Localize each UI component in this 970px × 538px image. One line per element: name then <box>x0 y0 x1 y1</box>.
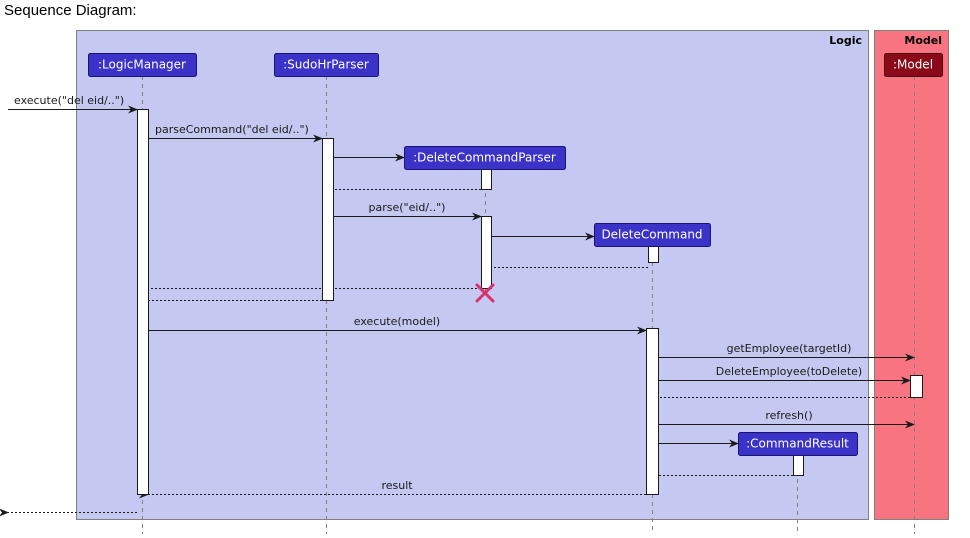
message-parse-label: parse("eid/..") <box>369 201 446 214</box>
message-result-label: result <box>381 479 413 492</box>
destroy-marker-delete-command-parser <box>475 283 495 303</box>
page-title: Sequence Diagram: <box>4 2 137 19</box>
model-frame-label: Model <box>904 34 942 47</box>
activation-sudo-hr-parser-1 <box>322 138 334 301</box>
model-frame: Model <box>874 30 949 520</box>
participant-command-result-box[interactable] <box>738 432 858 456</box>
participant-delete-command-label: DeleteCommand <box>601 228 702 242</box>
message-refresh: refresh() <box>658 409 915 429</box>
participant-delete-command[interactable]: DeleteCommand <box>594 223 711 247</box>
activation-delete-command-2 <box>646 328 659 495</box>
message-refresh-label: refresh() <box>765 409 812 422</box>
activation-delete-command-parser-1 <box>481 169 492 190</box>
participant-logic-manager-box[interactable] <box>88 53 197 77</box>
message-result: result <box>139 479 646 499</box>
message-execute-label: execute("del eid/..") <box>14 94 124 107</box>
message-delete-employee-label: DeleteEmployee(toDelete) <box>716 365 862 378</box>
activation-command-result-1 <box>793 455 804 476</box>
activation-logic-manager-main <box>137 109 149 495</box>
activation-model-1 <box>910 375 923 398</box>
message-execute-model-label: execute(model) <box>354 315 440 328</box>
logic-frame: Logic <box>76 30 869 520</box>
participant-sudo-hr-parser-label: :SudoHrParser <box>283 58 369 72</box>
frame-layer: Logic Model <box>76 30 949 520</box>
message-layer: execute("del eid/..") parseCommand("del e… <box>0 94 915 517</box>
message-parse-command: parseCommand("del eid/..") <box>148 123 323 143</box>
activation-delete-command-parser-2 <box>481 216 492 289</box>
destroy-layer <box>475 283 495 303</box>
participant-logic-manager-label: :LogicManager <box>98 58 186 72</box>
message-get-employee-label: getEmployee(targetId) <box>727 342 852 355</box>
activation-layer <box>137 109 923 495</box>
logic-frame-rect <box>76 30 869 520</box>
participant-sudo-hr-parser[interactable]: :SudoHrParser <box>274 53 379 77</box>
participant-layer: :LogicManager :SudoHrParser :DeleteCommand… <box>88 53 943 456</box>
message-execute: execute("del eid/..") <box>8 94 138 114</box>
participant-command-result[interactable]: :CommandResult <box>738 432 858 456</box>
message-parse-command-label: parseCommand("del eid/..") <box>155 123 309 136</box>
participant-delete-command-parser-box[interactable] <box>404 146 566 170</box>
participant-delete-command-parser-label: :DeleteCommandParser <box>413 151 556 165</box>
participant-sudo-hr-parser-box[interactable] <box>274 53 379 77</box>
logic-frame-label: Logic <box>829 34 862 47</box>
message-parse: parse("eid/..") <box>333 201 482 221</box>
message-get-employee: getEmployee(targetId) <box>658 342 915 362</box>
participant-command-result-label: :CommandResult <box>746 437 849 451</box>
model-frame-rect <box>874 30 949 520</box>
participant-model[interactable]: :Model <box>884 53 943 77</box>
message-delete-employee: DeleteEmployee(toDelete) <box>658 365 911 385</box>
participant-model-label: :Model <box>893 58 933 72</box>
participant-delete-command-box[interactable] <box>594 223 711 247</box>
participant-model-box[interactable] <box>884 53 943 77</box>
destroy-marker-delete-command-parser-stroke-2 <box>475 283 495 303</box>
participant-logic-manager[interactable]: :LogicManager <box>88 53 197 77</box>
participant-delete-command-parser[interactable]: :DeleteCommandParser <box>404 146 566 170</box>
message-execute-model: execute(model) <box>148 315 647 335</box>
